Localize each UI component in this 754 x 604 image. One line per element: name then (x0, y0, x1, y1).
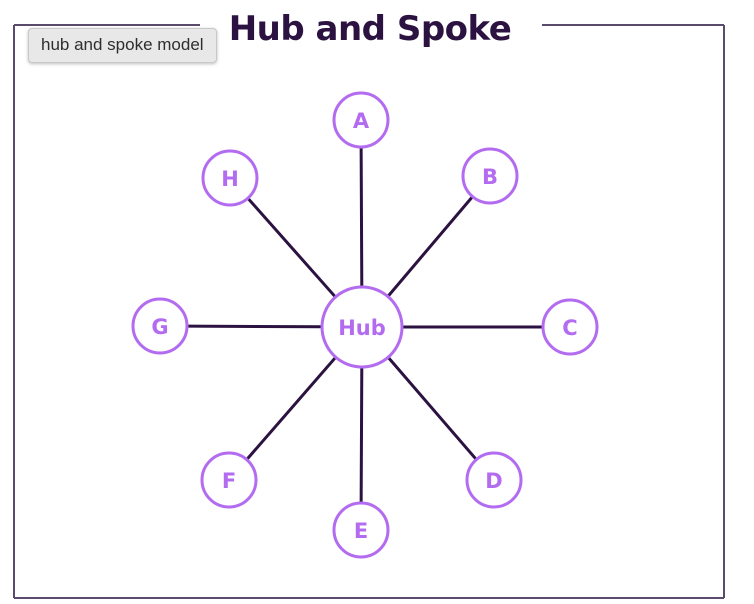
spoke-line-h (246, 197, 337, 299)
spoke-node-f: F (200, 451, 258, 509)
diagram-title: Hub and Spoke (229, 9, 512, 49)
spoke-circle-e (332, 501, 390, 559)
spoke-nodes: A B C D E F G H (131, 91, 599, 559)
spoke-node-b: B (461, 147, 519, 205)
spoke-node-a: A (332, 91, 390, 149)
spoke-line-b (386, 195, 474, 298)
spoke-line-e (359, 366, 364, 504)
spoke-label-g: G (151, 315, 168, 339)
tooltip: hub and spoke model (28, 28, 217, 63)
spoke-line-d (386, 356, 478, 461)
spoke-circle-g (131, 297, 189, 355)
spoke-circle-h (201, 149, 259, 207)
diagram-frame (13, 24, 725, 599)
spoke-circle-b (461, 147, 519, 205)
spoke-node-g: G (131, 297, 189, 355)
hub-label: Hub (338, 316, 386, 340)
spoke-line-a (359, 146, 364, 288)
spoke-circle-d (465, 451, 523, 509)
spoke-label-f: F (222, 469, 236, 493)
spoke-circle-f (200, 451, 258, 509)
hub-circle (320, 285, 404, 369)
spoke-label-c: C (562, 316, 577, 340)
spoke-node-h: H (201, 149, 259, 207)
spoke-line-f (245, 356, 337, 461)
spoke-label-a: A (353, 109, 370, 133)
spoke-label-d: D (485, 469, 502, 493)
spoke-lines (186, 146, 543, 504)
spoke-line-g (186, 324, 323, 329)
spoke-node-e: E (332, 501, 390, 559)
spoke-node-d: D (465, 451, 523, 509)
spoke-label-e: E (354, 519, 368, 543)
spoke-circle-c (541, 298, 599, 356)
spoke-circle-a (332, 91, 390, 149)
spoke-label-h: H (221, 167, 239, 191)
hub-node: Hub (320, 285, 404, 369)
spoke-label-b: B (482, 165, 498, 189)
spoke-node-c: C (541, 298, 599, 356)
